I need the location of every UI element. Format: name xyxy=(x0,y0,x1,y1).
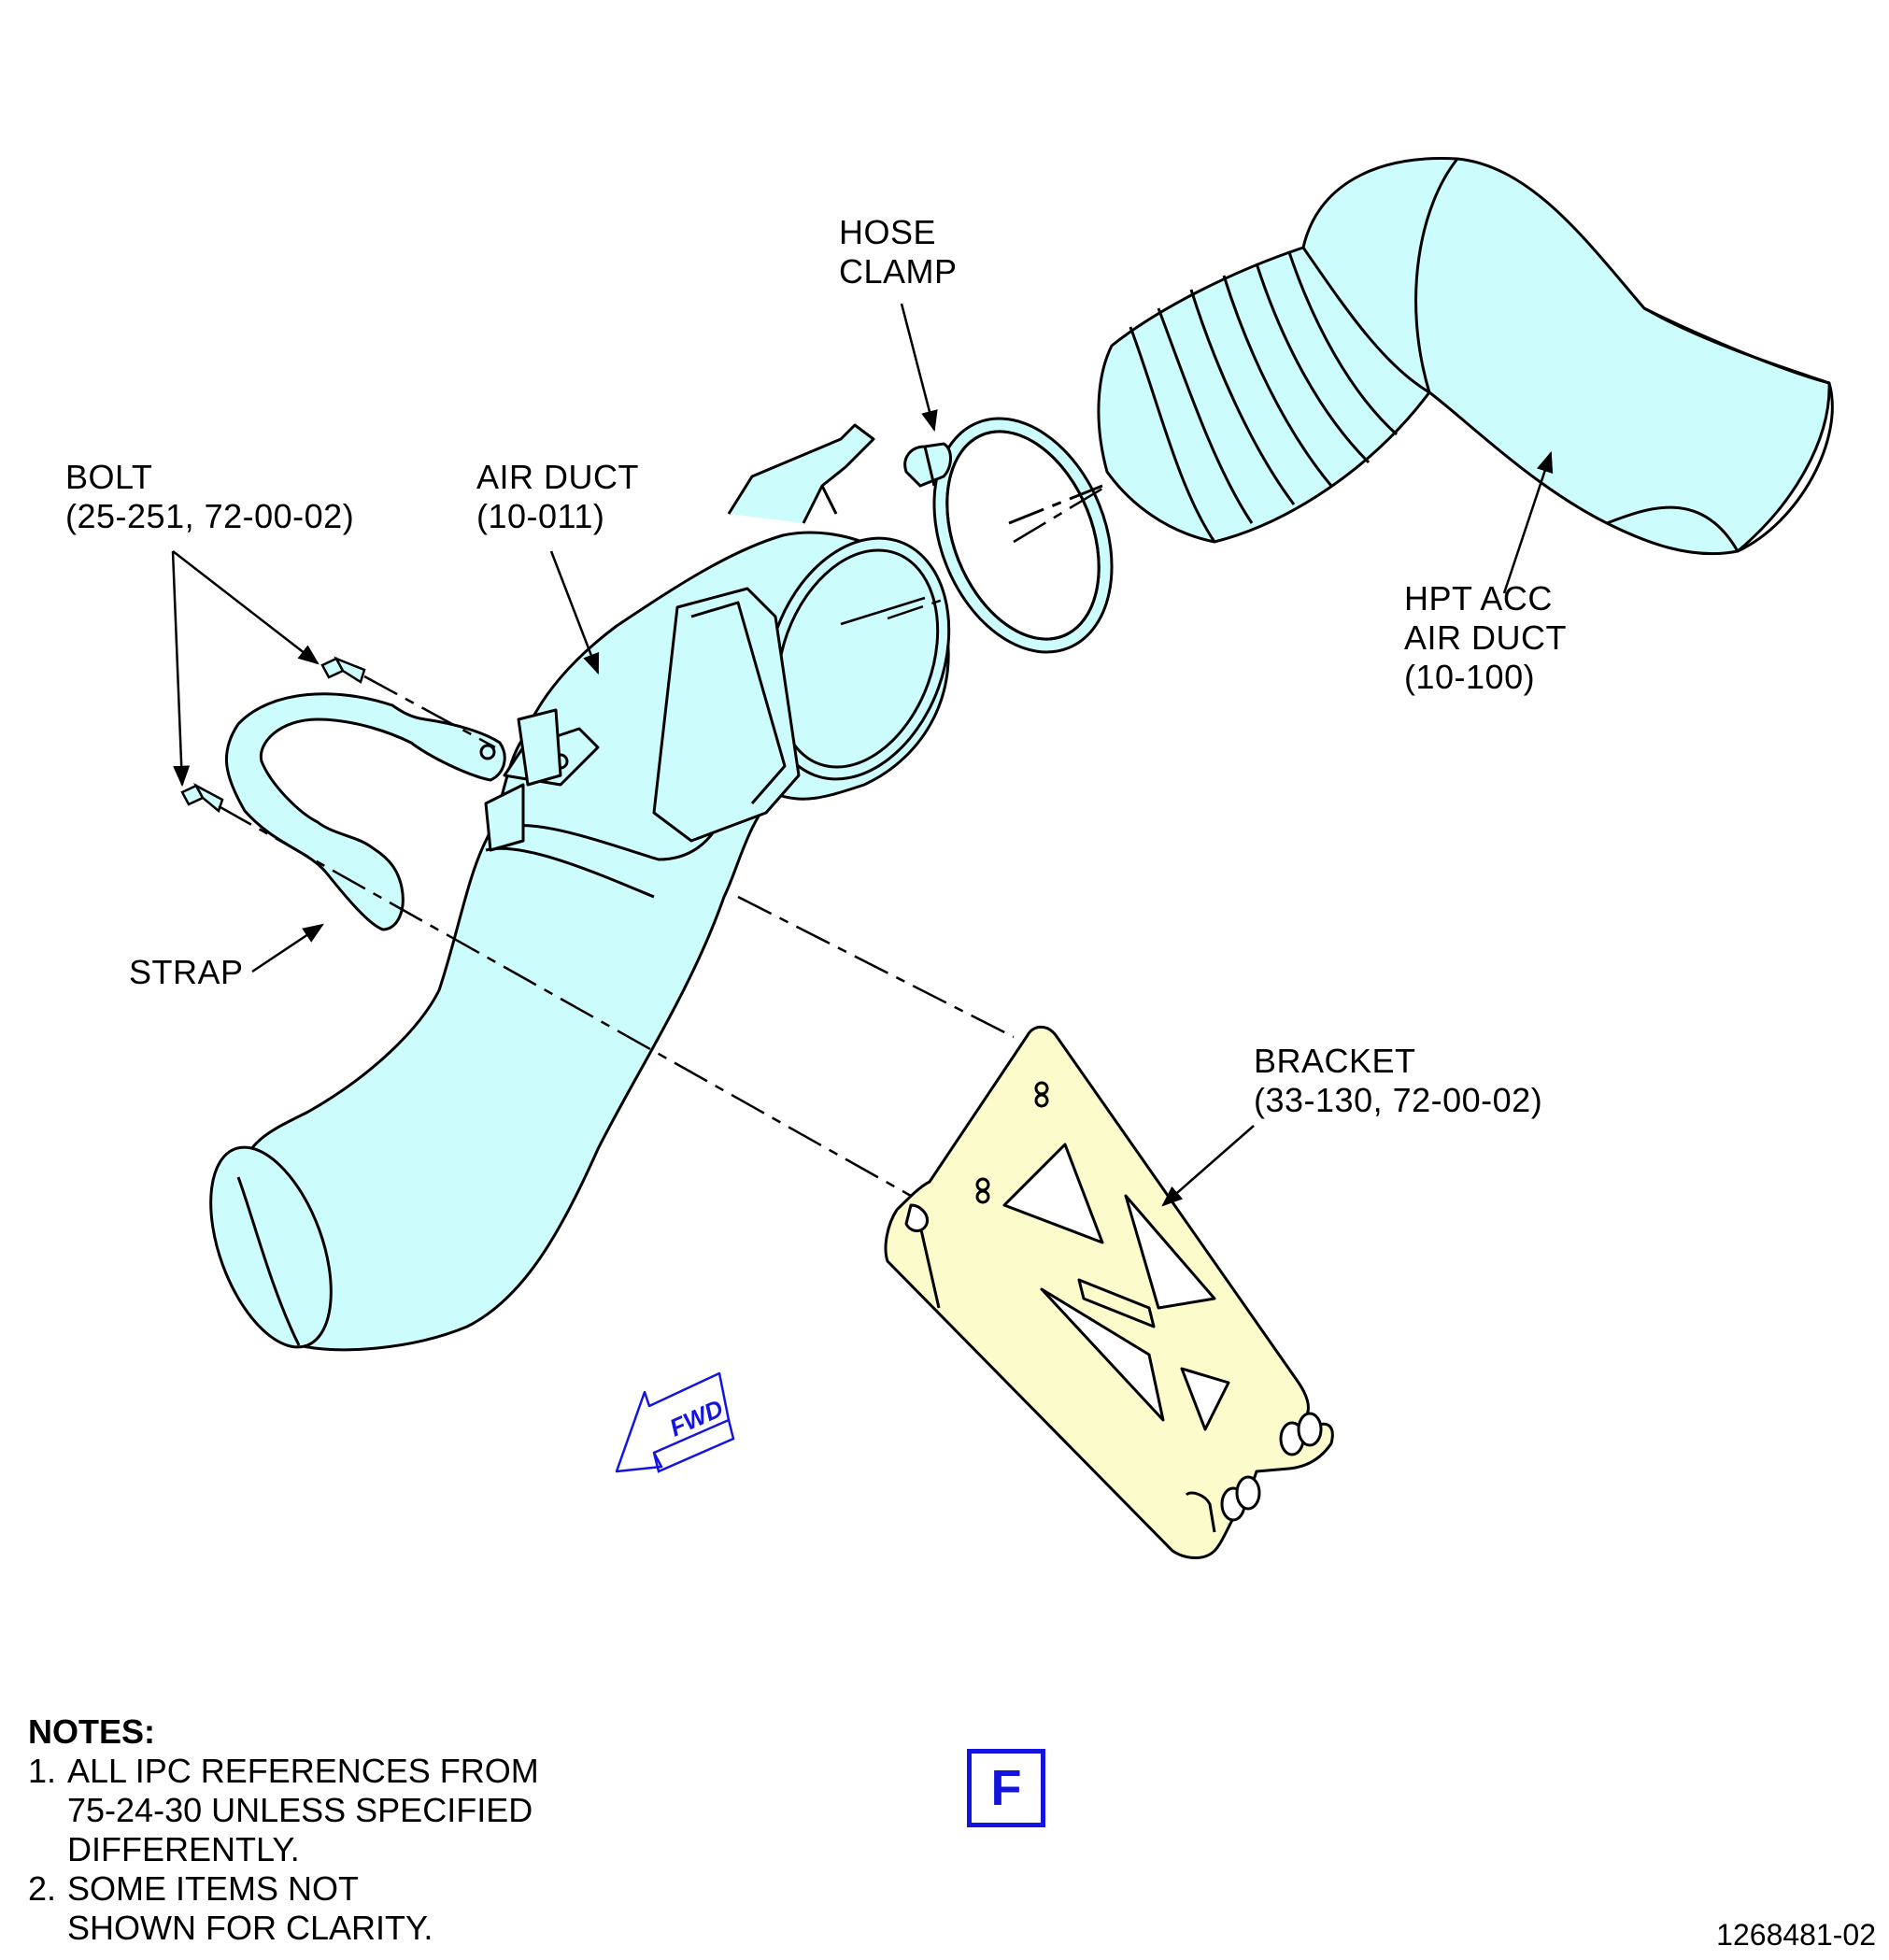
air-duct-leader xyxy=(549,550,600,675)
notes-title: NOTES: xyxy=(28,1712,156,1751)
sheet-letter-box: F xyxy=(967,1749,1045,1827)
bolt-lower-part xyxy=(180,782,224,814)
note-number: 1. xyxy=(28,1752,57,1790)
leader-lines xyxy=(171,303,1554,1207)
hose-clamp-label: HOSE CLAMP xyxy=(839,213,958,291)
hpt-acc-air-duct-leader xyxy=(1502,450,1554,594)
hose-clamp-leader xyxy=(900,303,938,433)
bolt-leader-lower xyxy=(171,550,191,788)
bolt-upper-part xyxy=(320,656,366,684)
strap-leader xyxy=(251,923,324,973)
note-item: 1. ALL IPC REFERENCES FROM 75-24-30 UNLE… xyxy=(28,1752,539,1869)
assembly-centerlines xyxy=(218,484,1108,1198)
bracket-part xyxy=(884,1025,1334,1559)
strap-label: STRAP xyxy=(129,953,244,991)
note-text: ALL IPC REFERENCES FROM 75-24-30 UNLESS … xyxy=(67,1752,539,1868)
note-item: 2. SOME ITEMS NOT SHOWN FOR CLARITY. xyxy=(28,1869,539,1948)
hpt-acc-air-duct-label: HPT ACC AIR DUCT (10-100) xyxy=(1404,579,1567,696)
bolt-leader-upper xyxy=(172,550,320,665)
air-duct-label: AIR DUCT (10-011) xyxy=(476,458,639,535)
note-text: SOME ITEMS NOT SHOWN FOR CLARITY. xyxy=(67,1869,433,1947)
note-number: 2. xyxy=(28,1869,57,1908)
bracket-label: BRACKET (33-130, 72-00-02) xyxy=(1254,1042,1543,1119)
fwd-direction-arrow: FWD xyxy=(615,1371,735,1473)
bolt-label: BOLT (25-251, 72-00-02) xyxy=(65,458,355,535)
strap-part xyxy=(224,692,506,931)
notes-block: NOTES: 1. ALL IPC REFERENCES FROM 75-24-… xyxy=(28,1712,539,1948)
bracket-leader xyxy=(1161,1125,1255,1207)
air-duct-part xyxy=(209,423,951,1352)
hpt-acc-air-duct-part xyxy=(1097,157,1834,556)
figure-id: 1268481-02 xyxy=(1716,1918,1876,1952)
